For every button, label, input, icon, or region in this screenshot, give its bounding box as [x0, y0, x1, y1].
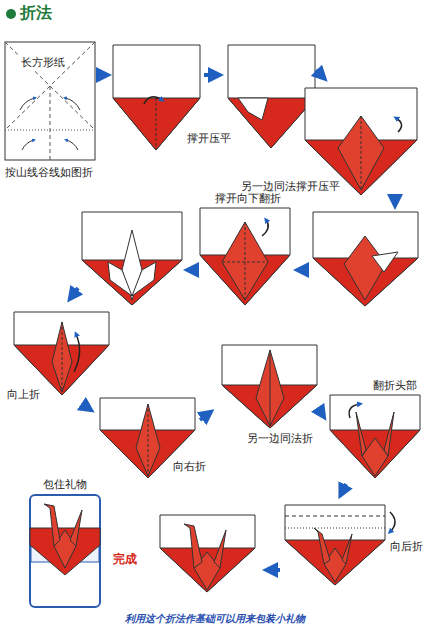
- step-arrow: [98, 73, 104, 77]
- crane-neck: [44, 504, 60, 546]
- paper: [222, 345, 317, 428]
- step-8: [14, 312, 109, 395]
- flap: [238, 98, 268, 120]
- step-note: 向后折: [389, 540, 424, 554]
- kite: [256, 350, 284, 426]
- diamond: [338, 116, 384, 190]
- step-note: 按山线谷线如图折: [4, 166, 94, 180]
- step-5: [313, 212, 418, 306]
- fold-arrow: [74, 334, 80, 372]
- crease: [62, 322, 63, 392]
- crane-neck: [184, 524, 202, 568]
- step-note: 向右折: [172, 460, 207, 474]
- step-arrow: [301, 268, 309, 272]
- title-bullet: [6, 9, 16, 19]
- step-arrows: [72, 70, 395, 570]
- paper: [313, 212, 418, 306]
- paper: [5, 42, 95, 160]
- crease: [222, 262, 268, 263]
- diamond: [344, 236, 386, 300]
- wrap: [30, 528, 100, 575]
- step-6: [200, 208, 290, 305]
- done-label: 完成: [112, 552, 138, 566]
- paper-red: [228, 98, 315, 148]
- step-arrow: [191, 268, 197, 272]
- step-13: [160, 515, 255, 592]
- step-11: [330, 395, 420, 478]
- flap: [372, 252, 398, 272]
- step-arrow: [204, 73, 216, 77]
- paper: [305, 88, 417, 195]
- fold-arrow: [66, 140, 78, 150]
- crease: [156, 98, 157, 150]
- step-note: 撑开压平: [186, 132, 232, 146]
- step-note: 另一边同法折: [246, 432, 314, 446]
- flap: [132, 262, 156, 296]
- crease: [361, 116, 362, 190]
- step-note: 翻折头部: [372, 379, 418, 393]
- fold-arrow: [349, 404, 360, 418]
- fold-arrow: [65, 98, 80, 110]
- fold-arrow: [262, 220, 268, 236]
- kite: [136, 404, 160, 476]
- paper: [200, 208, 290, 305]
- step-4: [305, 88, 417, 195]
- crane-tail: [342, 534, 352, 564]
- crease: [285, 516, 385, 517]
- fold-arrow: [20, 98, 35, 110]
- step-arrow: [72, 288, 78, 296]
- step-arrow: [200, 414, 208, 420]
- crane-tail: [384, 412, 394, 456]
- crease: [245, 222, 246, 300]
- crease: [270, 350, 271, 426]
- paper: [330, 395, 420, 478]
- paper-red: [160, 548, 255, 592]
- paper-red: [285, 540, 385, 585]
- step-3: [228, 45, 315, 148]
- diamond: [222, 222, 268, 300]
- paper: [228, 45, 315, 148]
- step-arrow: [316, 70, 322, 76]
- step-arrow: [270, 568, 280, 572]
- paper: [160, 515, 255, 592]
- step-10: [222, 345, 317, 428]
- paper-red: [330, 430, 420, 478]
- flap: [108, 262, 132, 296]
- gift: [30, 495, 100, 607]
- paper-label: 长方形纸: [20, 56, 66, 70]
- crease: [285, 528, 385, 529]
- step-1: [5, 42, 95, 160]
- paper: [82, 212, 182, 305]
- fold-arrow: [396, 118, 402, 132]
- crane-tail: [214, 530, 226, 568]
- step-note: 向上折: [6, 388, 41, 402]
- paper: [14, 312, 109, 395]
- crane-neck: [314, 528, 330, 564]
- step-7: [82, 212, 182, 305]
- crane-body: [362, 438, 388, 476]
- fold-arrow: [144, 97, 162, 104]
- step-arrow: [82, 404, 88, 408]
- step-12: [285, 505, 395, 585]
- crease: [50, 86, 51, 160]
- step-arrow: [318, 408, 322, 414]
- caption: 利用这个折法作基础可以用来包装小礼物: [125, 612, 305, 626]
- step-arrow: [393, 197, 397, 202]
- step-note: 撑开向下翻折: [214, 192, 282, 206]
- title: 折法: [20, 3, 52, 24]
- fold-arrow: [22, 140, 34, 150]
- paper: [285, 505, 385, 585]
- kite: [52, 322, 72, 392]
- fold-arrow: [390, 512, 395, 532]
- step-arrow: [342, 484, 346, 492]
- gift-box: [30, 495, 100, 607]
- crease: [148, 404, 149, 476]
- crane-neck: [356, 412, 366, 456]
- crane-tail: [70, 510, 82, 546]
- step-note: 包住礼物: [42, 478, 88, 492]
